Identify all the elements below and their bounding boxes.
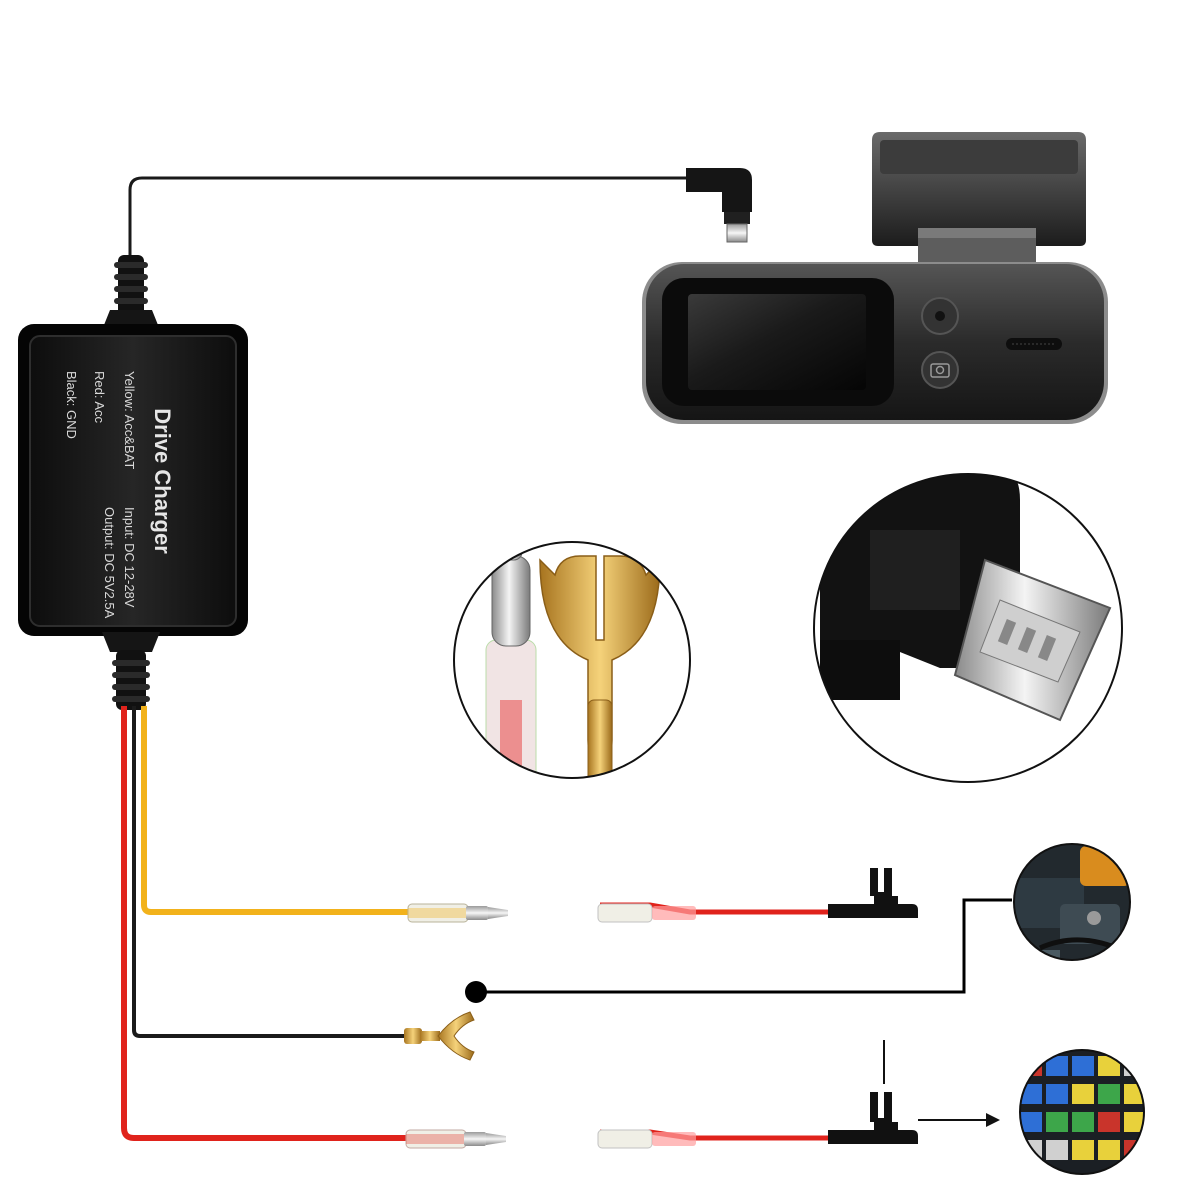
fuse-tap-icon xyxy=(597,868,918,923)
charger-black-label: Black: GND xyxy=(64,371,79,439)
fuse-tap-bottom xyxy=(597,1040,1000,1149)
charger-output-spec: Output: DC 5V2.5A xyxy=(102,507,117,619)
wire-terminals-icon xyxy=(453,541,691,779)
bottom-strain-relief xyxy=(102,632,160,710)
charger-title: Drive Charger xyxy=(150,408,175,554)
ground-fork-terminal-icon xyxy=(404,1011,475,1061)
mini-usb-closeup-icon xyxy=(813,473,1123,783)
top-strain-relief xyxy=(102,255,160,330)
car-ground-photo-icon xyxy=(1013,843,1131,961)
charger-red-label: Red: Acc xyxy=(92,371,107,424)
fuse-box-photo-icon xyxy=(1019,1049,1145,1175)
ground-connection-line xyxy=(465,898,1012,1003)
usb-cable xyxy=(102,168,752,330)
mini-usb-connector-icon xyxy=(686,168,752,243)
wire-harness xyxy=(121,706,412,1141)
red-bullet-connector xyxy=(405,1129,506,1149)
dashcam-icon xyxy=(642,132,1108,424)
charger-box: Drive Charger Input: DC 12-28V Output: D… xyxy=(18,324,248,636)
charger-input-spec: Input: DC 12-28V xyxy=(122,507,137,608)
yellow-bullet-connector xyxy=(407,903,508,923)
charger-yellow-label: Yellow: Acc&BAT xyxy=(122,371,137,469)
